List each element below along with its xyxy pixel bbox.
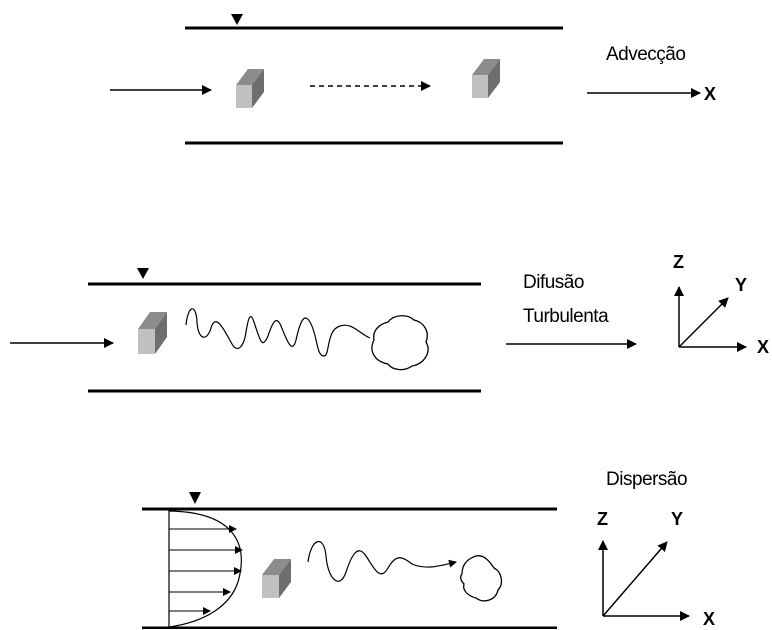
y-axis-label: Y	[671, 509, 684, 529]
pollutant-block-icon	[262, 559, 291, 598]
pollutant-block-icon	[138, 312, 167, 354]
pollutant-block-icon	[236, 69, 264, 108]
x-axis-label: X	[703, 609, 716, 629]
dispersion-panel	[142, 492, 690, 629]
advection-label: Advecção	[606, 44, 686, 65]
diffusion-label-line2: Turbulenta	[523, 306, 609, 327]
advection-panel	[110, 14, 701, 145]
diffusion-label-line1: Difusão	[523, 272, 584, 293]
xyz-axes	[674, 286, 747, 352]
water-surface-marker-icon	[231, 14, 243, 25]
z-axis-label: Z	[673, 252, 684, 272]
pollutant-block-icon	[472, 59, 500, 98]
pollutant-cloud	[371, 315, 429, 371]
pollutant-cloud	[460, 555, 503, 602]
xyz-axes	[598, 540, 690, 621]
y-axis-label: Y	[735, 275, 748, 295]
dispersion-path	[307, 541, 457, 582]
turbulent-path	[185, 308, 371, 357]
velocity-profile	[168, 509, 243, 628]
diffusion-panel	[10, 268, 747, 393]
water-surface-marker-icon	[137, 268, 149, 279]
x-axis-label: X	[757, 337, 770, 357]
water-surface-marker-icon	[189, 492, 201, 504]
z-axis-label: Z	[597, 509, 608, 529]
dispersion-label: Dispersão	[606, 469, 688, 490]
x-axis-label: X	[704, 84, 717, 104]
